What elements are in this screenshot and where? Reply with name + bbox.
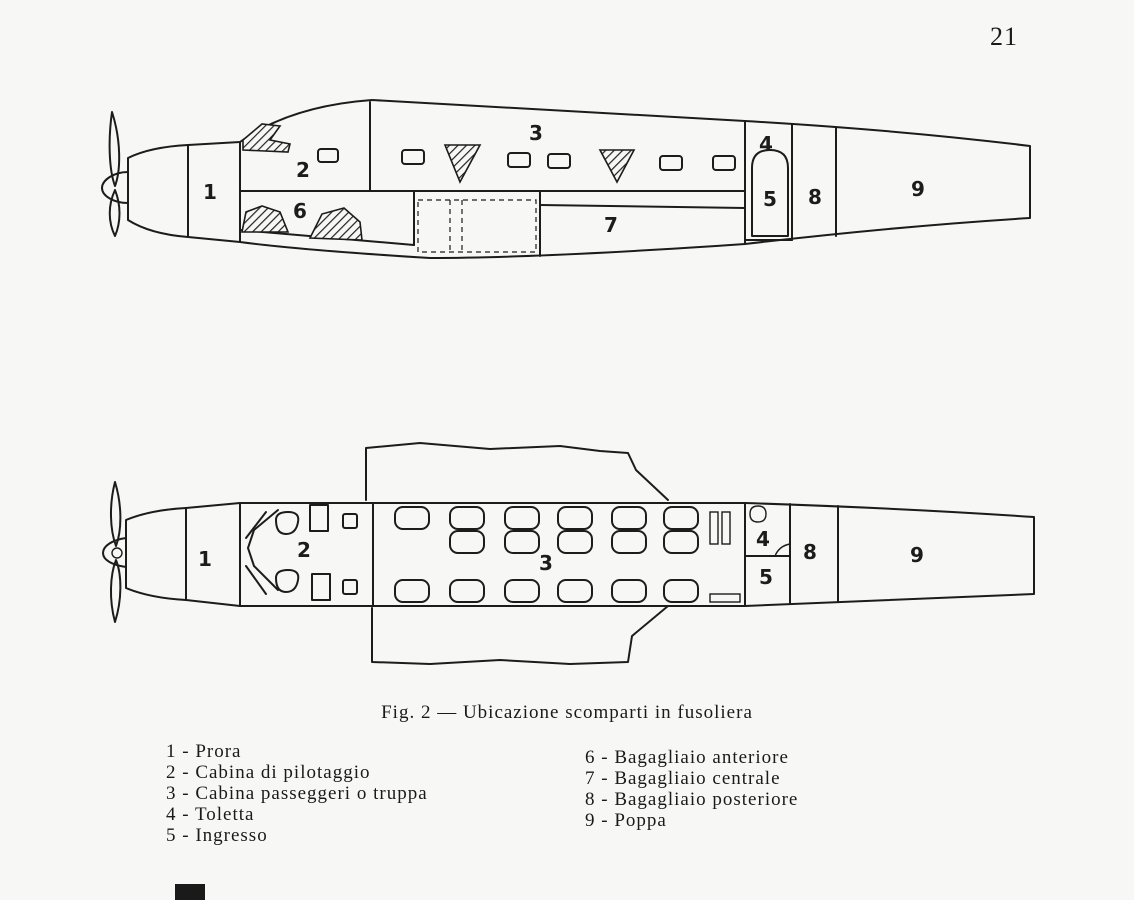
side-label-6: 6 bbox=[293, 199, 307, 223]
legend-item: 7 - Bagagliaio centrale bbox=[585, 768, 781, 789]
side-label-3: 3 bbox=[529, 121, 543, 145]
side-partitions bbox=[239, 101, 837, 257]
legend-item: 4 - Toletta bbox=[166, 804, 255, 825]
side-label-9: 9 bbox=[911, 177, 925, 201]
legend-item: 3 - Cabina passeggeri o truppa bbox=[166, 783, 428, 804]
top-nose bbox=[125, 507, 187, 601]
legend-item: 5 - Ingresso bbox=[166, 825, 268, 846]
side-nose bbox=[127, 144, 189, 238]
top-label-3: 3 bbox=[539, 551, 553, 575]
fuselage-diagram: 1 2 3 4 5 6 7 8 9 bbox=[101, 99, 1035, 665]
legend-item: 9 - Poppa bbox=[585, 810, 667, 831]
side-fuselage-outline bbox=[187, 99, 1031, 259]
propeller-icon bbox=[102, 481, 127, 623]
propeller-icon bbox=[101, 111, 129, 237]
passenger-seats bbox=[394, 505, 767, 603]
side-label-5: 5 bbox=[763, 187, 777, 211]
page-number: 21 bbox=[990, 22, 1018, 51]
side-label-4: 4 bbox=[759, 132, 773, 156]
top-label-8: 8 bbox=[803, 540, 817, 564]
top-label-1: 1 bbox=[198, 547, 212, 571]
side-cargo-door bbox=[417, 199, 537, 253]
legend-item: 2 - Cabina di pilotaggio bbox=[166, 762, 371, 783]
top-label-9: 9 bbox=[910, 543, 924, 567]
side-label-8: 8 bbox=[808, 185, 822, 209]
side-hatched-elements bbox=[241, 123, 636, 241]
wing-outline bbox=[365, 442, 669, 665]
side-label-2: 2 bbox=[296, 158, 310, 182]
legend-item: 6 - Bagagliaio anteriore bbox=[585, 747, 789, 768]
top-partitions bbox=[239, 502, 839, 607]
figure-caption: Fig. 2 — Ubicazione scomparti in fusolie… bbox=[381, 702, 753, 723]
legend-item: 8 - Bagagliaio posteriore bbox=[585, 789, 799, 810]
top-view: 1 2 3 4 5 8 9 bbox=[102, 442, 1035, 665]
top-label-4: 4 bbox=[756, 527, 770, 551]
top-fuselage-outline bbox=[185, 502, 1035, 607]
side-windows bbox=[317, 148, 736, 171]
side-view: 1 2 3 4 5 6 7 8 9 bbox=[101, 99, 1031, 259]
legend-right: 6 - Bagagliaio anteriore 7 - Bagagliaio … bbox=[585, 747, 798, 831]
cockpit-seats bbox=[275, 504, 358, 601]
side-label-1: 1 bbox=[203, 180, 217, 204]
cropped-text-fragment bbox=[175, 884, 205, 900]
legend-left: 1 - Prora 2 - Cabina di pilotaggio 3 - C… bbox=[166, 741, 428, 846]
top-label-5: 5 bbox=[759, 565, 773, 589]
side-label-7: 7 bbox=[604, 213, 618, 237]
legend-item: 1 - Prora bbox=[166, 741, 242, 762]
top-label-2: 2 bbox=[297, 538, 311, 562]
